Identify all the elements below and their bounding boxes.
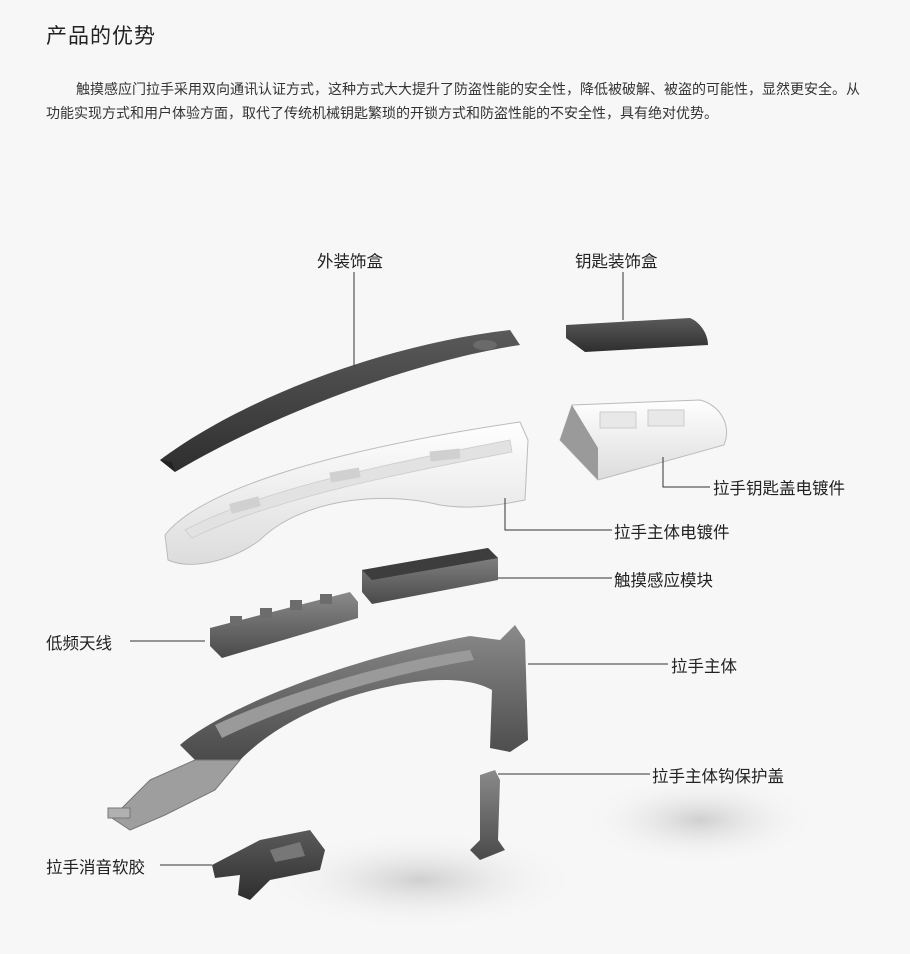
outer-cover-part: [160, 330, 520, 472]
silencer-pad-part: [212, 830, 325, 900]
floor-shadow: [580, 775, 820, 865]
leader-lines: [130, 272, 710, 866]
label-outer-cover: 外装饰盒: [317, 252, 383, 271]
label-handle-body-plated: 拉手主体电镀件: [614, 523, 730, 542]
floor-shadow: [260, 830, 580, 930]
label-handle-body: 拉手主体: [671, 657, 737, 676]
handle-body-plated-part: [164, 421, 529, 565]
touch-module-part: [362, 548, 498, 604]
label-hook-cover: 拉手主体钩保护盖: [652, 767, 784, 786]
label-touch-module: 触摸感应模块: [614, 571, 713, 590]
lf-antenna-part: [210, 592, 358, 658]
label-silencer-pad: 拉手消音软胶: [46, 858, 145, 877]
hook-cover-part: [470, 770, 505, 860]
description-text: 触摸感应门拉手采用双向通讯认证方式，这种方式大大提升了防盗性能的安全性，降低被破…: [46, 82, 860, 122]
key-cap-plated-part: [559, 399, 728, 481]
label-key-cover: 钥匙装饰盒: [575, 252, 658, 271]
label-lf-antenna: 低频天线: [46, 634, 112, 653]
key-cover-part: [566, 318, 708, 352]
handle-body-part: [107, 625, 528, 831]
label-key-cap-plated: 拉手钥匙盖电镀件: [713, 479, 845, 498]
page-title: 产品的优势: [46, 24, 156, 48]
